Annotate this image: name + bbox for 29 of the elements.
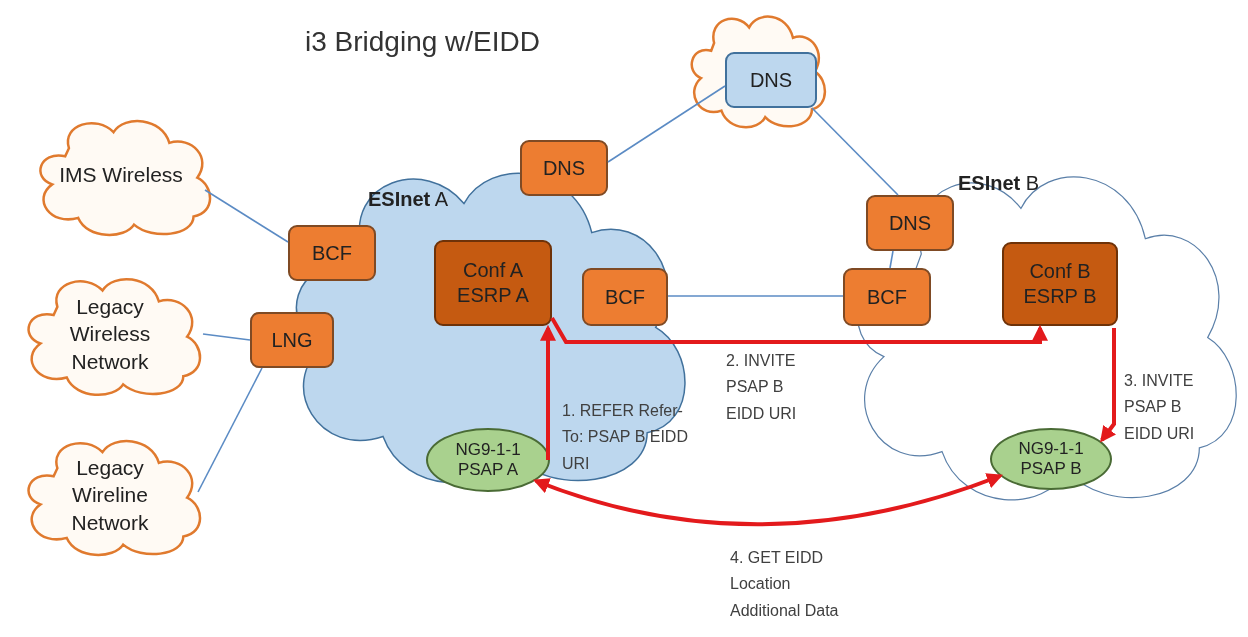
process-box: LNG	[250, 312, 334, 368]
diagram-title: i3 Bridging w/EIDD	[305, 26, 540, 58]
process-box: Conf B ESRP B	[1002, 242, 1118, 326]
process-box: Conf A ESRP A	[434, 240, 552, 326]
process-box: DNS	[520, 140, 608, 196]
process-box: DNS	[725, 52, 817, 108]
arrow	[550, 317, 1048, 344]
edge-label: 2. INVITE PSAP B EIDD URI	[726, 351, 798, 424]
process-box: BCF	[843, 268, 931, 326]
connector-line	[889, 250, 894, 269]
edge-label: 4. GET EIDD Location Additional Data	[730, 548, 840, 621]
connector-line	[204, 189, 289, 243]
edge-label: 3. INVITE PSAP B EIDD URI	[1124, 371, 1196, 444]
cloud-label: ESInet B	[958, 171, 1040, 196]
process-box: DNS	[866, 195, 954, 251]
node-label: Legacy Wireline Network	[70, 455, 150, 536]
arrow	[1100, 328, 1117, 443]
process-box: BCF	[582, 268, 668, 326]
connector-line	[811, 107, 899, 196]
process-box: BCF	[288, 225, 376, 281]
connector-line	[202, 333, 251, 341]
connector-line	[667, 295, 844, 297]
arrow	[533, 472, 1003, 527]
connector-line	[607, 85, 726, 163]
cloud-label: ESInet A	[368, 187, 449, 212]
connector-line	[197, 367, 263, 493]
node-label: Legacy Wireless Network	[68, 294, 152, 375]
node-label: IMS Wireless	[59, 162, 183, 189]
arrow	[540, 324, 556, 460]
